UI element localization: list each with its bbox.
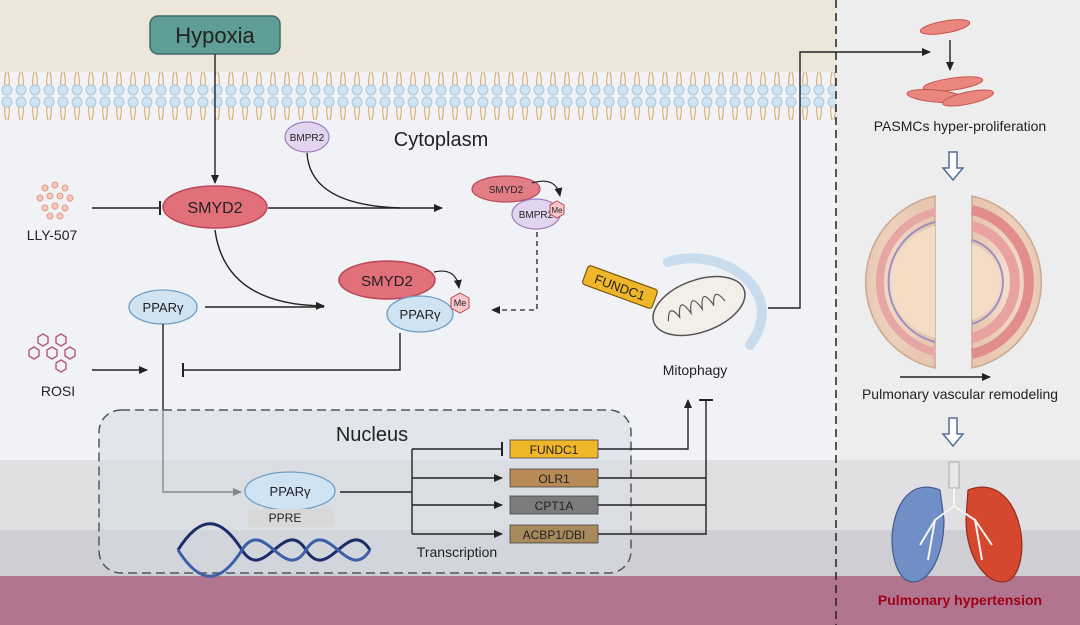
down-arrow-1-icon [941, 151, 965, 182]
ppar-free-label: PPARγ [143, 300, 184, 315]
ppre-box [248, 509, 334, 527]
gene-label: OLR1 [538, 472, 570, 486]
ppre-label: PPRE [269, 511, 302, 525]
transcription-label: Transcription [417, 544, 497, 560]
extracellular-band [0, 0, 836, 72]
arrow-fundc1-mitophagy [598, 399, 692, 450]
arrow-mitophagy-proliferation [768, 48, 931, 309]
me-label: Me [551, 206, 563, 215]
inhibit-complex-ppar [182, 333, 401, 377]
hypoxia-label: Hypoxia [175, 23, 255, 48]
dna-helix-icon [176, 522, 372, 578]
smyd2-small-label: SMYD2 [489, 185, 524, 196]
inhibit-genes-mitophagy [598, 399, 713, 535]
arrow-smyd2-ppar-complex [214, 229, 325, 310]
lly507-label: LLY-507 [27, 227, 78, 243]
remodeling-label: Pulmonary vascular remodeling [862, 386, 1058, 402]
smyd2-small-node [471, 175, 541, 203]
gene-label: FUNDC1 [530, 443, 579, 457]
smyd2-mid-label: SMYD2 [361, 273, 413, 290]
rosi-molecule-icon [28, 333, 76, 373]
smyd2-mid-node [338, 260, 436, 300]
cell-membrane [0, 72, 836, 120]
ph-label: Pulmonary hypertension [878, 592, 1042, 608]
methylation-arrow-2 [433, 270, 462, 289]
smyd2-label: SMYD2 [187, 200, 242, 217]
mitophagy-label: Mitophagy [663, 362, 728, 378]
methyl-icon-2 [450, 292, 470, 314]
right-panel [836, 0, 1080, 460]
ppar-nuc-label: PPARγ [270, 484, 311, 499]
smooth-muscle-cells-icon [906, 19, 994, 107]
gene-label: CPT1A [535, 499, 574, 513]
bottom-band [0, 576, 1080, 625]
bmpr2-node [284, 121, 330, 153]
nucleus-label: Nucleus [336, 424, 408, 446]
down-arrow-2-icon [941, 417, 965, 448]
arrow-bmpr2-join [306, 152, 401, 209]
ppar-bound-label: PPARγ [400, 307, 441, 322]
smyd2-node [162, 185, 268, 229]
vessel-normal-icon [864, 195, 936, 369]
bmpr2-bound-label: BMPR2 [519, 210, 554, 221]
gene-label: ACBP1/DBI [523, 528, 586, 542]
dashed-arrow-bmpr2-ppar [491, 232, 538, 314]
bmpr2-label: BMPR2 [290, 133, 325, 144]
methyl-icon [549, 200, 565, 219]
methylation-arrow [531, 180, 563, 197]
pasmc-label: PASMCs hyper-proliferation [874, 118, 1046, 134]
rosi-label: ROSI [41, 383, 75, 399]
ppar-bound-node [386, 295, 454, 333]
lungs-icon [891, 461, 1023, 583]
cytoplasm-label: Cytoplasm [394, 129, 488, 151]
mitochondrion-icon [582, 253, 767, 350]
vessel-remodeled-icon [970, 195, 1043, 369]
me2-label: Me [454, 298, 467, 308]
lly507-molecule-icon [36, 181, 74, 220]
